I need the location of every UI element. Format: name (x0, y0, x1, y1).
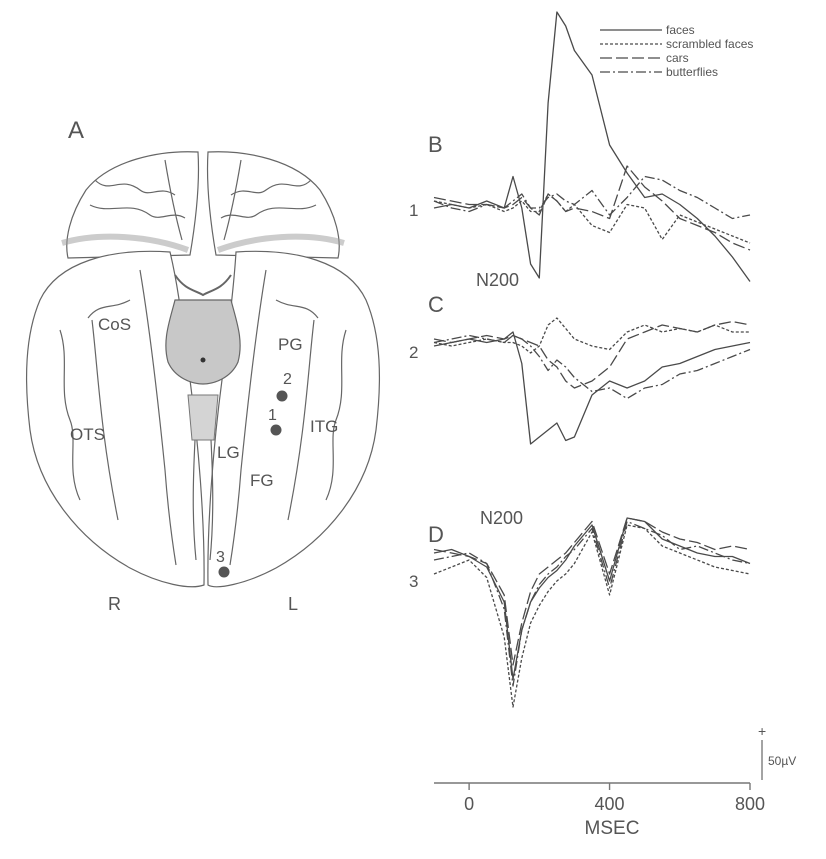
trace-group (433, 11, 751, 708)
hemisphere-label-right: R (108, 594, 121, 614)
electrode-site-3 (218, 566, 230, 578)
legend: faces scrambled faces cars butterflies (600, 23, 753, 79)
hemisphere-label-left: L (288, 594, 298, 614)
x-tick-label-0: 0 (464, 794, 474, 814)
panel-label-c: C (428, 292, 444, 317)
electrode-label-2: 2 (283, 371, 292, 388)
trace-b-faces (433, 11, 751, 282)
region-label-pg: PG (278, 335, 303, 354)
n200-annotation-c: N200 (480, 508, 523, 528)
trace-c-butterflies (433, 334, 751, 400)
legend-label-scrambled: scrambled faces (666, 37, 753, 51)
trace-d-scrambled-faces (433, 524, 751, 708)
legend-label-cars: cars (666, 51, 689, 65)
x-tick-label-800: 800 (735, 794, 765, 814)
region-label-fg: FG (250, 471, 274, 490)
trace-d-butterflies (433, 520, 751, 687)
panel-label-b: B (428, 132, 443, 157)
frontal-lobe-right (66, 151, 200, 259)
brainstem (165, 299, 241, 385)
electrode-site-1 (270, 424, 282, 436)
trace-c-faces (433, 331, 751, 445)
x-tick-label-400: 400 (595, 794, 625, 814)
trace-d-faces (433, 517, 751, 680)
trace-c-cars (433, 320, 751, 389)
trace-c-scrambled-faces (433, 317, 750, 354)
x-axis-label: MSEC (585, 818, 640, 839)
n200-annotation-b: N200 (476, 270, 519, 290)
frontal-lobe-left (206, 151, 340, 259)
x-axis-ticks: 0 400 800 (464, 783, 765, 814)
hemisphere-left (207, 250, 381, 588)
electrode-label-3: 3 (216, 549, 225, 566)
panel-label-a: A (68, 117, 84, 144)
region-label-lg: LG (217, 443, 240, 462)
trace-label-3: 3 (409, 572, 418, 591)
polarity-plus: + (758, 723, 766, 739)
panel-label-d: D (428, 522, 444, 547)
region-label-itg: ITG (310, 417, 338, 436)
trace-b-cars (433, 165, 751, 251)
scale-bar-label: 50µV (768, 754, 796, 768)
legend-label-faces: faces (666, 23, 695, 37)
electrode-site-2 (276, 390, 288, 402)
trace-label-1: 1 (409, 201, 418, 220)
legend-label-butterflies: butterflies (666, 65, 718, 79)
trace-d-cars (433, 517, 751, 666)
trace-label-2: 2 (409, 343, 418, 362)
region-label-ots: OTS (70, 425, 105, 444)
region-label-cos: CoS (98, 315, 131, 334)
trace-b-butterflies (433, 175, 751, 220)
electrode-label-1: 1 (268, 407, 277, 424)
